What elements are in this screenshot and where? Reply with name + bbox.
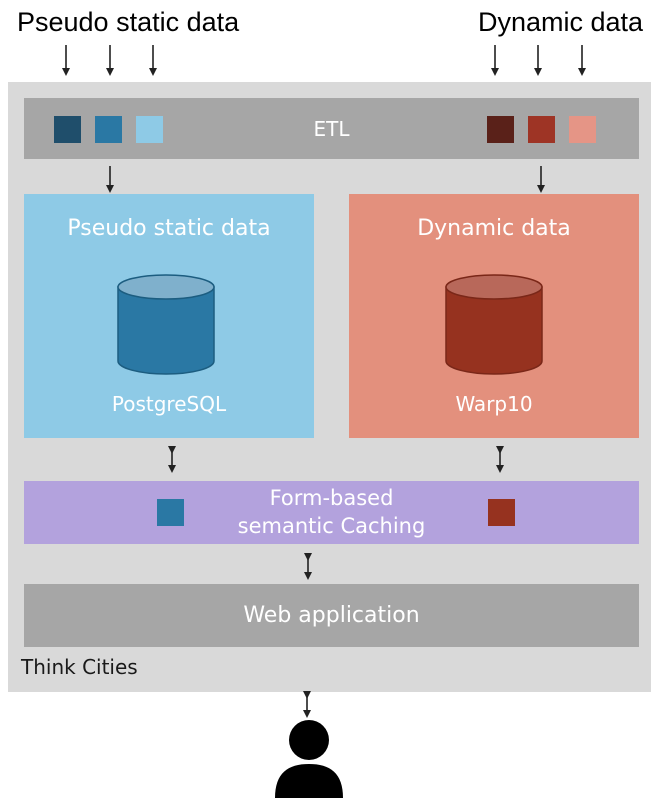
static-data-store: Pseudo static data PostgreSQL xyxy=(24,194,314,438)
cache-static-swatch xyxy=(157,499,184,526)
etl-static-swatch-2 xyxy=(95,116,122,143)
static-store-title: Pseudo static data xyxy=(67,216,271,241)
database-icon xyxy=(445,274,543,375)
etl-dynamic-swatch-3 xyxy=(569,116,596,143)
dynamic-cylinder-top xyxy=(445,274,543,300)
database-icon xyxy=(117,274,215,375)
dynamic-cylinder-body xyxy=(445,286,543,375)
think-cities-label: Think Cities xyxy=(21,655,138,679)
web-application-label: Web application xyxy=(243,603,420,628)
cache-label-line2: semantic Caching xyxy=(237,513,426,538)
cache-label-line1: Form-based xyxy=(269,486,394,511)
user-icon xyxy=(275,720,343,798)
semantic-cache-bar: Form-based semantic Caching xyxy=(24,481,639,544)
etl-dynamic-swatch-1 xyxy=(487,116,514,143)
dynamic-data-store: Dynamic data Warp10 xyxy=(349,194,639,438)
etl-label: ETL xyxy=(313,116,350,141)
web-application-bar: Web application xyxy=(24,584,639,647)
dynamic-store-db-name: Warp10 xyxy=(455,392,533,416)
dynamic-store-title: Dynamic data xyxy=(417,216,571,241)
etl-static-swatch-1 xyxy=(54,116,81,143)
static-cylinder-body xyxy=(117,286,215,375)
cache-dynamic-swatch xyxy=(488,499,515,526)
static-store-db-name: PostgreSQL xyxy=(111,392,227,416)
etl-static-swatch-3 xyxy=(136,116,163,143)
etl-dynamic-swatch-2 xyxy=(528,116,555,143)
static-data-source-label: Pseudo static data xyxy=(17,7,240,37)
static-cylinder-top xyxy=(117,274,215,300)
dynamic-data-source-label: Dynamic data xyxy=(478,7,644,37)
